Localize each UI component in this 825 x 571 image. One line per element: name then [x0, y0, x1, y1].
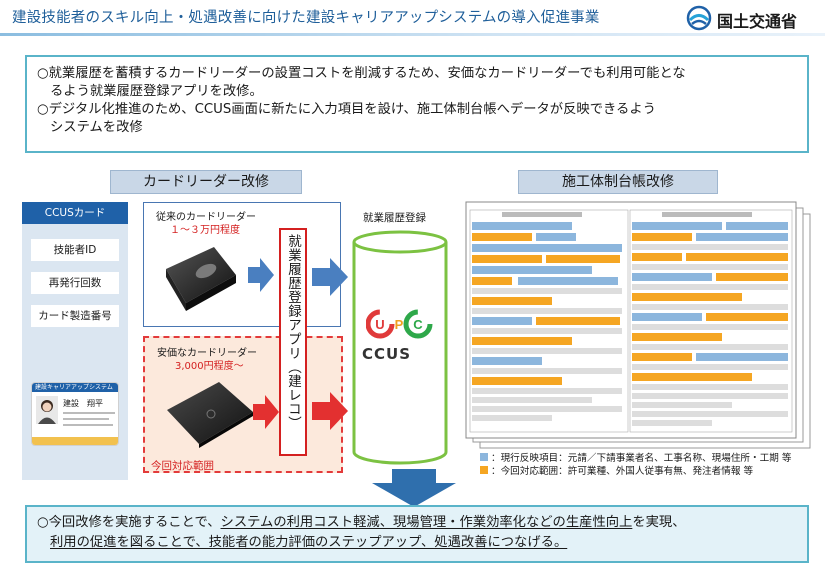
conclusion-box: ○今回改修を実施することで、システムの利用コスト軽減、現場管理・作業効率化などの… — [25, 505, 809, 563]
card-footer-bar — [32, 437, 118, 445]
arrow-right-icon — [248, 258, 274, 292]
summary-line: ○就業履歴を蓄積するカードリーダーの設置コストを削減するため、安価なカードリーダ… — [37, 66, 686, 81]
database-cylinder-icon — [352, 230, 448, 465]
legend-swatch-current — [480, 453, 488, 461]
conventional-reader-box: 従来のカードリーダー １～３万円程度 — [143, 202, 341, 327]
conventional-reader-label: 従来のカードリーダー — [156, 212, 256, 223]
new-reader-label: 安価なカードリーダー — [157, 348, 257, 359]
arrow-down-icon — [372, 469, 456, 507]
card-reader-device-icon — [166, 247, 236, 311]
legend-item: ：現行反映項目：元請／下請事業者名、工事名称、現場住所・工期 等 — [480, 452, 810, 465]
cheap-card-reader-icon — [167, 382, 253, 448]
legend-text-current: ：現行反映項目：元請／下請事業者名、工事名称、現場住所・工期 等 — [491, 453, 792, 464]
ccus-item: 技能者ID — [31, 239, 119, 261]
svg-text:U: U — [375, 317, 384, 332]
ccus-logo-icon: U P C — [366, 309, 433, 339]
ministry-name: 国土交通省 — [717, 12, 798, 31]
registry-label: 就業履歴登録 — [363, 212, 426, 224]
conclusion-emphasis: 利用の促進を図ることで、技能者の能力評価のステップアップ、処遇改善につなげる。 — [50, 535, 568, 550]
section-label-sekou: 施工体制台帳改修 — [518, 170, 718, 194]
arrow-right-icon — [253, 395, 279, 429]
ccus-card-image: 建設キャリアアップシステム 建設 翔平 — [31, 382, 119, 446]
legend-item: ：今回対応範囲：許可業種、外国人従事有無、発注者情報 等 — [480, 465, 810, 478]
mlit-emblem-icon — [686, 5, 712, 31]
conclusion-text: を実現、 — [632, 515, 686, 530]
header-divider — [0, 33, 825, 36]
new-reader-box: 安価なカードリーダー 3,000円程度～ 今回対応範囲 — [143, 336, 343, 473]
summary-box: ○就業履歴を蓄積するカードリーダーの設置コストを削減するため、安価なカードリーダ… — [25, 55, 809, 153]
ledger-legend: ：現行反映項目：元請／下請事業者名、工事名称、現場住所・工期 等 ：今回対応範囲… — [480, 452, 810, 478]
person-photo-icon — [36, 396, 58, 424]
summary-line: るよう就業履歴登録アプリを改修。 — [50, 84, 263, 99]
arrow-right-icon — [312, 258, 348, 296]
card-text-line — [63, 412, 115, 414]
new-reader-price: 3,000円程度～ — [175, 361, 244, 372]
sekou-ledger-document-image — [465, 201, 811, 449]
scope-label: 今回対応範囲 — [151, 460, 214, 472]
ccus-item: カード製造番号 — [31, 305, 119, 327]
app-box: 就業履歴登録アプリ（建レコ） — [279, 228, 307, 456]
legend-text-scope: ：今回対応範囲：許可業種、外国人従事有無、発注者情報 等 — [491, 466, 754, 477]
conventional-reader-price: １～３万円程度 — [170, 225, 240, 236]
conclusion-line-1: ○今回改修を実施することで、システムの利用コスト軽減、現場管理・作業効率化などの… — [37, 513, 797, 533]
ccus-card-title: CCUSカード — [22, 202, 128, 224]
conclusion-line-2: 利用の促進を図ることで、技能者の能力評価のステップアップ、処遇改善につなげる。 — [37, 533, 797, 553]
summary-line: システムを改修 — [50, 120, 143, 135]
arrow-right-icon — [312, 392, 348, 430]
ministry-logo: 国土交通省 — [685, 4, 821, 34]
summary-line: ○デジタル化推進のため、CCUS画面に新たに入力項目を設け、施工体制台帳へデータ… — [37, 102, 656, 117]
card-header-text: 建設キャリアアップシステム — [35, 384, 113, 391]
card-header-bar — [32, 383, 118, 392]
ccus-card-panel: CCUSカード 技能者ID 再発行回数 カード製造番号 建設キャリアアップシステ… — [22, 202, 128, 480]
ccus-item: 再発行回数 — [31, 272, 119, 294]
legend-swatch-scope — [480, 466, 488, 474]
card-holder-name: 建設 翔平 — [63, 399, 103, 408]
section-label-card-reader: カードリーダー改修 — [110, 170, 302, 194]
card-text-line — [63, 424, 113, 426]
ccus-logo-text: CCUS — [362, 345, 411, 363]
svg-text:P: P — [395, 317, 404, 332]
svg-text:C: C — [413, 317, 423, 332]
app-label: 就業履歴登録アプリ（建レコ） — [285, 234, 301, 430]
conclusion-text: ○今回改修を実施することで、 — [37, 515, 221, 530]
conclusion-emphasis: システムの利用コスト軽減、現場管理・作業効率化などの生産性向上 — [220, 515, 633, 530]
page-title: 建設技能者のスキル向上・処遇改善に向けた建設キャリアアップシステムの導入促進事業 — [12, 10, 600, 26]
card-text-line — [63, 418, 109, 420]
header: 建設技能者のスキル向上・処遇改善に向けた建設キャリアアップシステムの導入促進事業… — [0, 0, 825, 44]
